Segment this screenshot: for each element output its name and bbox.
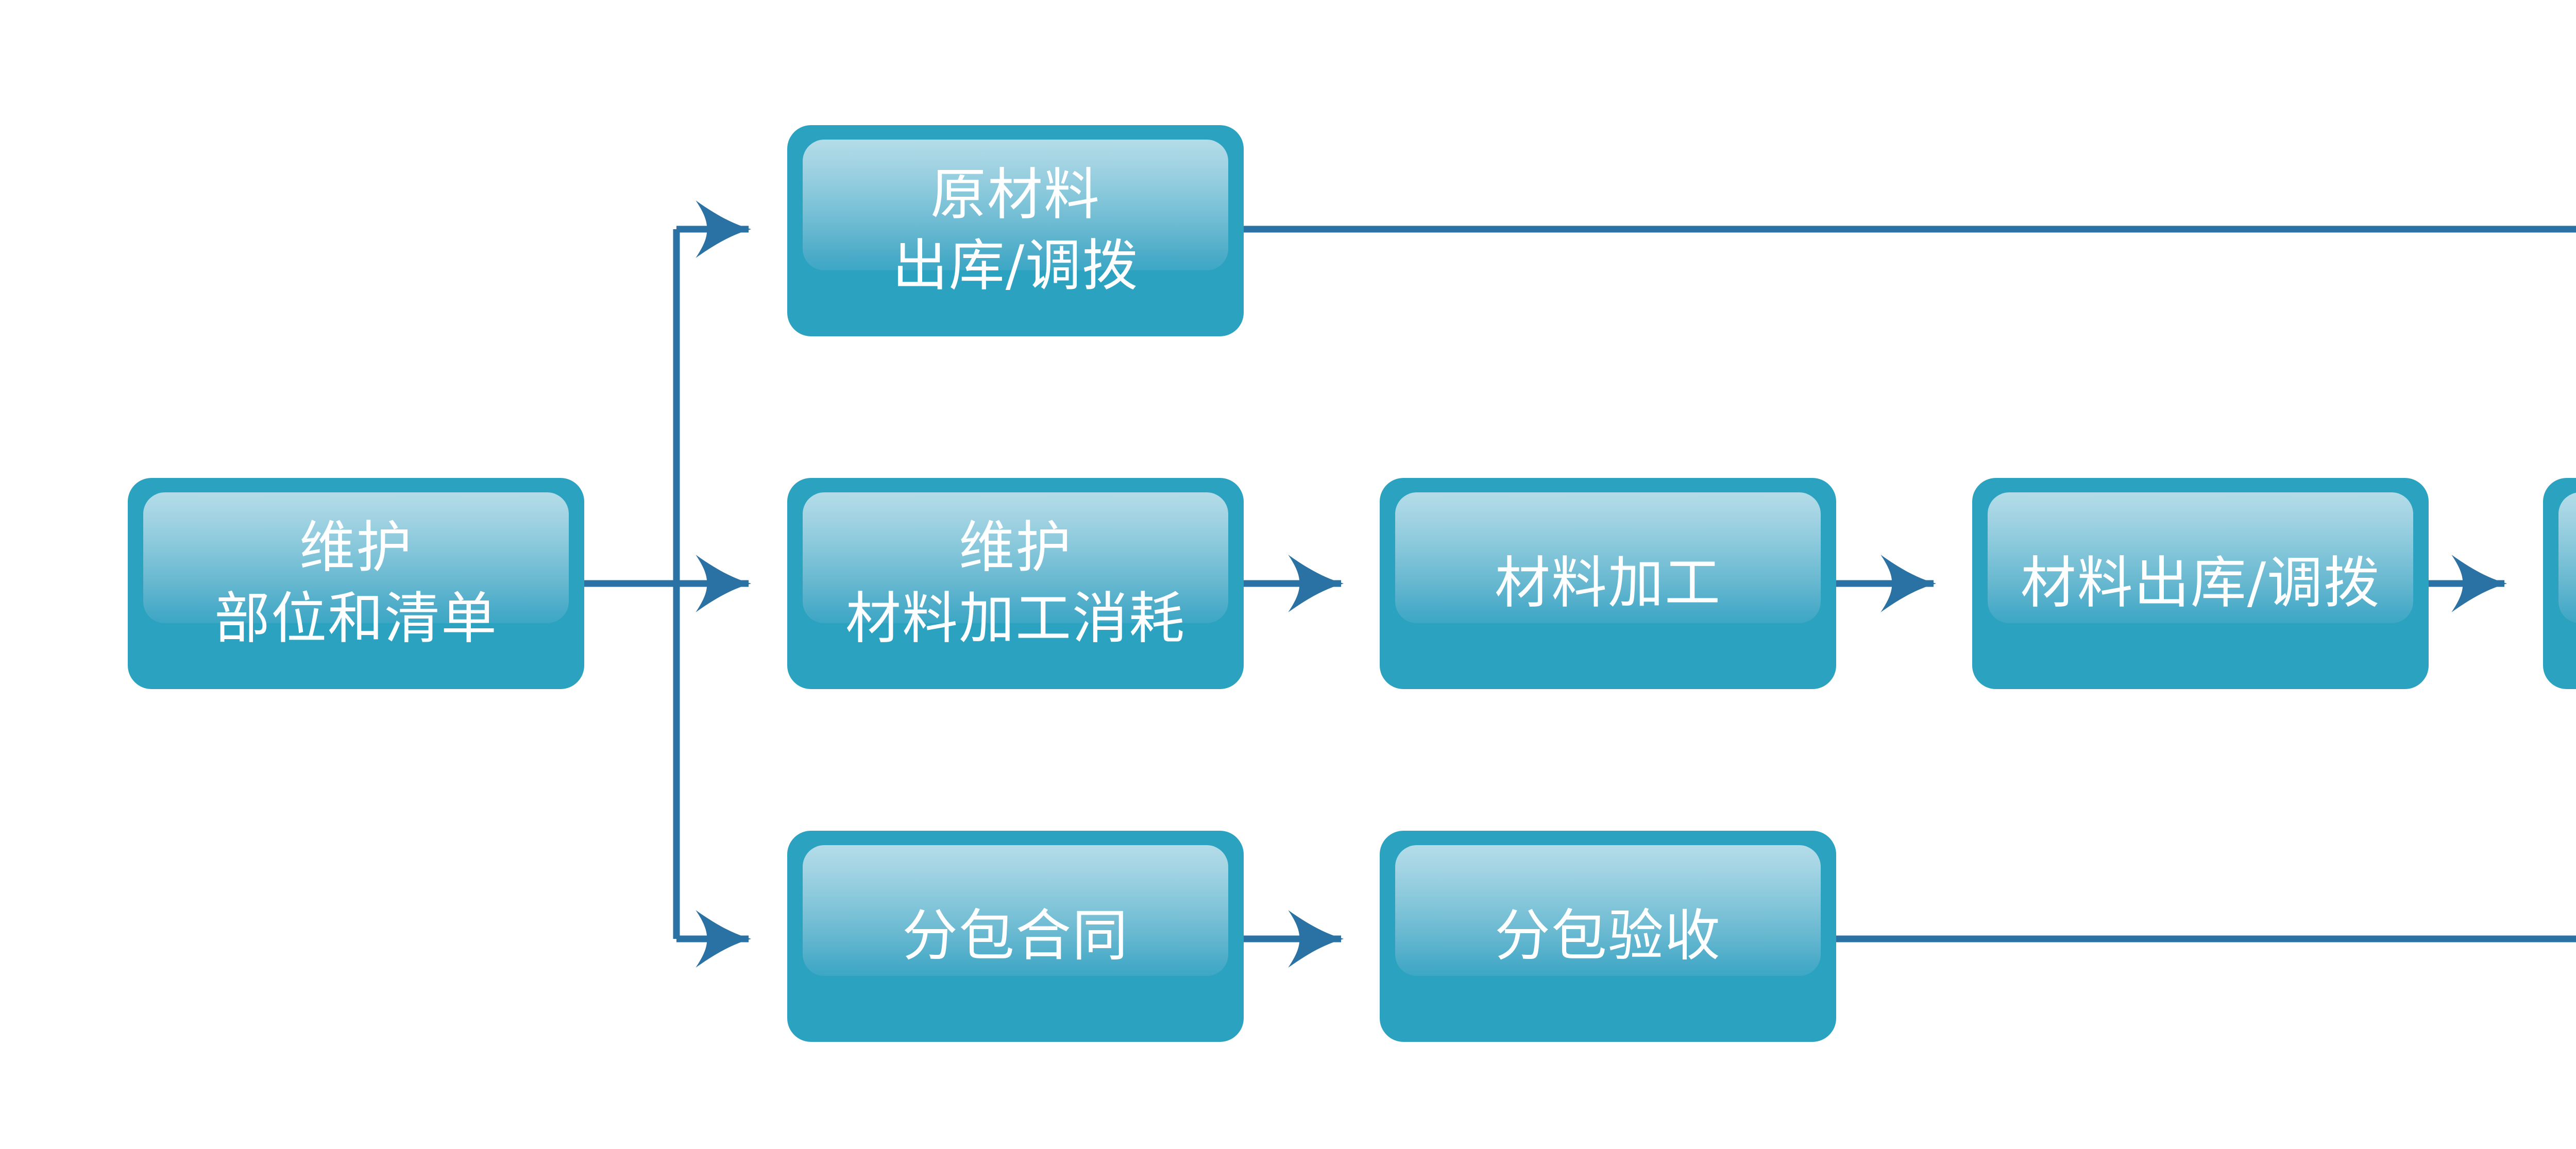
node-label-line: 材料出库/调拨 — [2020, 551, 2381, 615]
node-label: 工程进度分析 — [2543, 478, 2576, 689]
node-label: 材料加工 — [1380, 478, 1836, 689]
edge-acceptance-to-analysis — [1836, 935, 2576, 942]
node-label: 材料出库/调拨 — [1972, 478, 2429, 689]
node-material-outbound-transfer[interactable]: 材料出库/调拨 — [1972, 478, 2429, 689]
node-label: 原材料出库/调拨 — [787, 125, 1244, 336]
node-label-line: 出库/调拨 — [892, 234, 1139, 298]
node-label-line: 材料加工 — [1494, 551, 1721, 615]
node-raw-material-outbound[interactable]: 原材料出库/调拨 — [787, 125, 1244, 336]
node-label: 分包合同 — [787, 831, 1244, 1042]
node-project-progress-analysis[interactable]: 工程进度分析 — [2543, 478, 2576, 689]
node-material-processing[interactable]: 材料加工 — [1380, 478, 1836, 689]
node-label-line: 维护 — [958, 515, 1072, 580]
edge-raw-material-to-analysis — [1244, 226, 2576, 233]
node-subcontract-contract[interactable]: 分包合同 — [787, 831, 1244, 1042]
node-maintain-material-processing-consumption[interactable]: 维护材料加工消耗 — [787, 478, 1244, 689]
node-label-line: 部位和清单 — [214, 587, 498, 651]
node-label-line: 材料加工消耗 — [845, 587, 1185, 651]
node-label: 维护材料加工消耗 — [787, 478, 1244, 689]
node-label-line: 原材料 — [930, 162, 1100, 227]
node-label: 分包验收 — [1380, 831, 1836, 1042]
node-subcontract-acceptance[interactable]: 分包验收 — [1380, 831, 1836, 1042]
node-label: 维护部位和清单 — [128, 478, 584, 689]
node-maintain-parts-list[interactable]: 维护部位和清单 — [128, 478, 584, 689]
node-label-line: 维护 — [299, 515, 413, 580]
node-label-line: 分包合同 — [902, 903, 1129, 968]
node-label-line: 分包验收 — [1494, 903, 1721, 968]
